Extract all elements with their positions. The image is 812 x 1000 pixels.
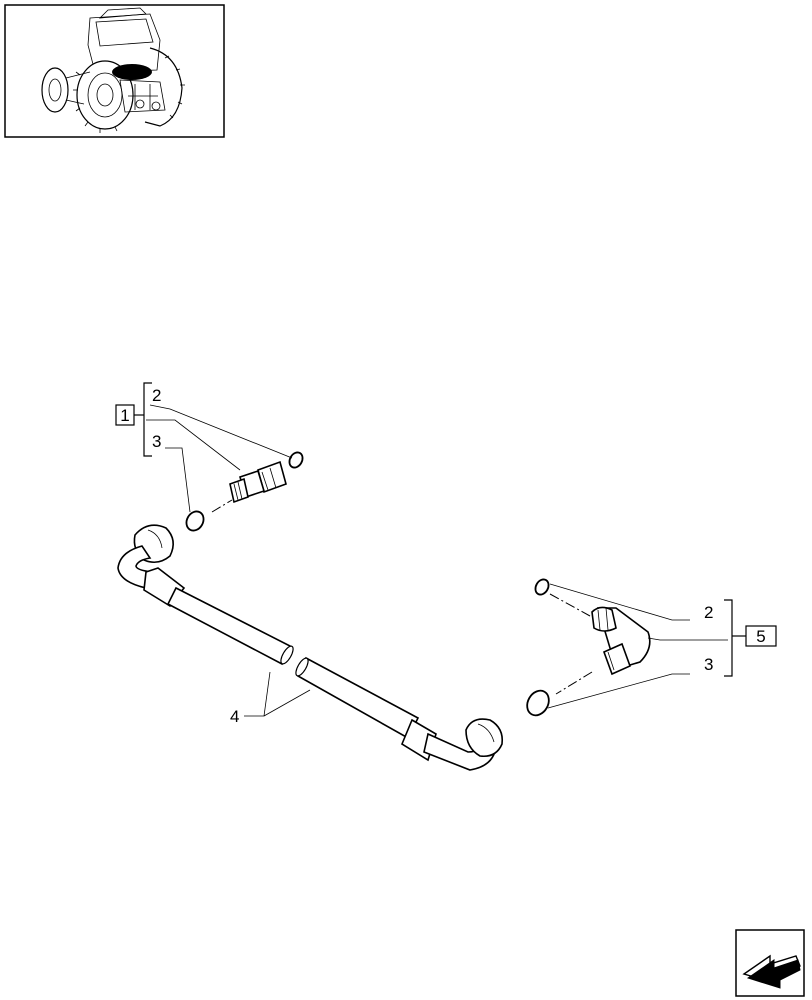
callout-group-a: 1 2 3 (115, 382, 293, 513)
callout-label-1: 1 (120, 406, 129, 425)
locator-thumbnail (4, 4, 225, 138)
callout-label-3a: 3 (152, 432, 161, 451)
pipe-assembly: 4 (117, 524, 504, 771)
callout-label-3b: 3 (704, 655, 713, 674)
next-page-arrow-icon[interactable] (735, 929, 805, 997)
callout-label-2a: 2 (152, 386, 161, 405)
callout-group-b: 5 2 3 (547, 583, 777, 709)
callout-label-2b: 2 (704, 603, 713, 622)
highlight-marker (112, 64, 152, 80)
callout-label-5: 5 (756, 627, 765, 646)
elbow-fitting-b (526, 578, 651, 717)
tractor-rear-view-icon (41, 7, 185, 133)
straight-fitting-a (185, 451, 304, 532)
callout-label-4: 4 (230, 707, 239, 726)
